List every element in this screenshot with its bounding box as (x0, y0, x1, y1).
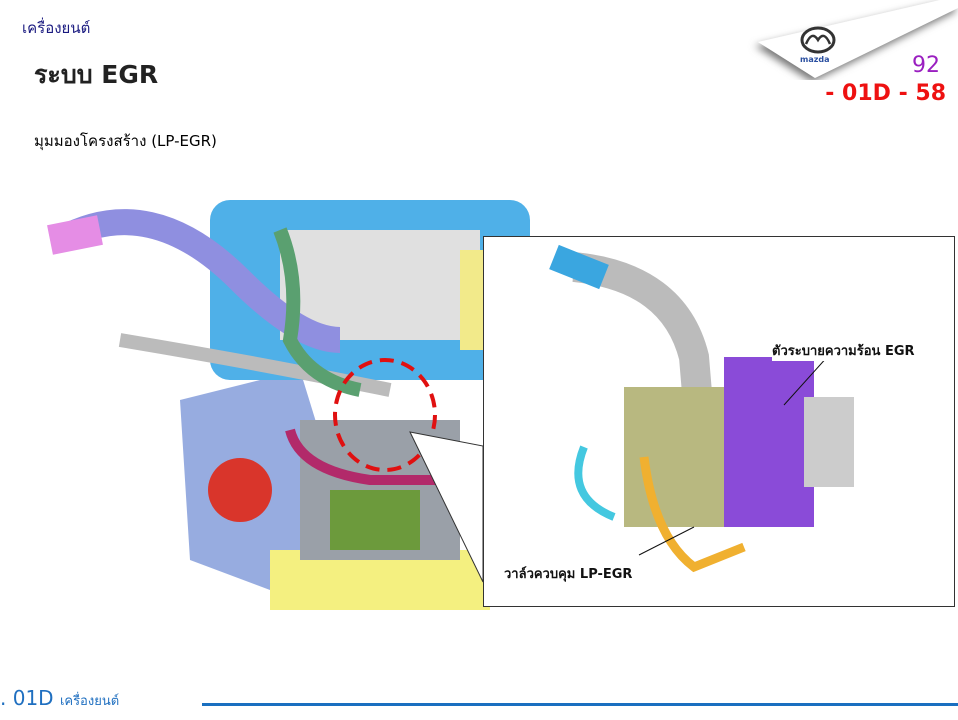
mazda-logo-banner: mazda (758, 0, 958, 78)
footer-code: . 01D (0, 686, 54, 710)
footer-label: . 01D เครื่องยนต์ (0, 686, 119, 711)
svg-text:mazda: mazda (800, 55, 830, 64)
page-code: - 01D - 58 (825, 81, 946, 106)
callout-egr-cooler: ตัวระบายความร้อน EGR (772, 340, 915, 361)
section-label: เครื่องยนต์ (22, 19, 91, 37)
page-number: 92 (912, 53, 940, 78)
callout-lp-egr-valve: วาล์วควบคุม LP-EGR (504, 563, 633, 584)
footer-section: เครื่องยนต์ (59, 694, 120, 709)
page-title: ระบบ EGR (34, 60, 159, 89)
page-subtitle: มุมมองโครงสร้าง (LP-EGR) (34, 132, 217, 150)
footer-divider (202, 703, 958, 706)
lp-egr-detail-illustration (549, 244, 854, 573)
engine-illustration (47, 200, 530, 610)
mazda-logo-icon: mazda (800, 26, 836, 64)
detail-inset: ตัวระบายความร้อน EGR วาล์วควบคุม LP-EGR (483, 236, 955, 607)
